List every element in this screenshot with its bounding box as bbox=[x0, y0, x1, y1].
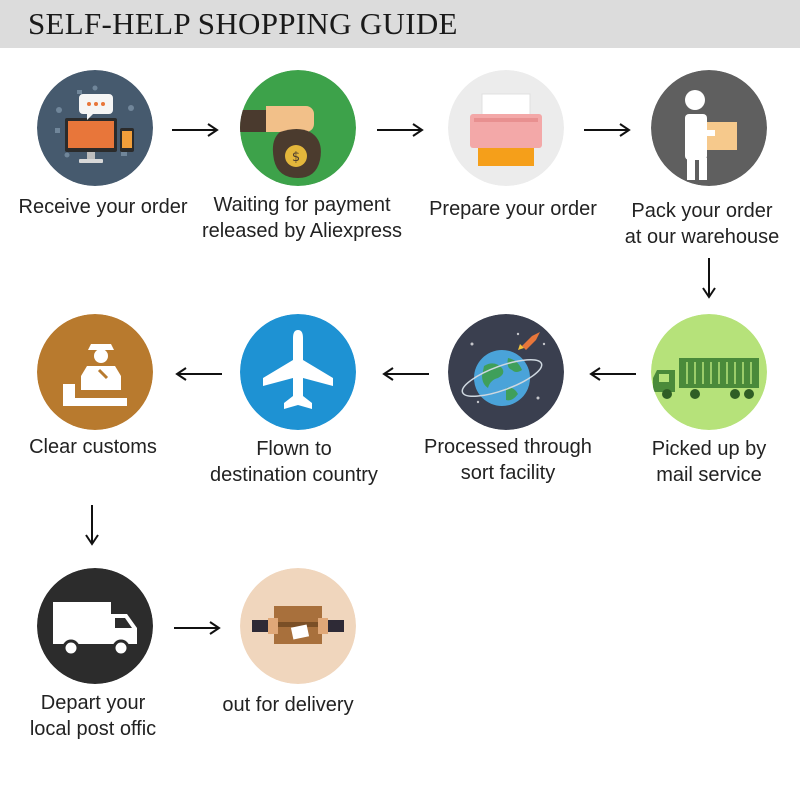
arrow-right-4 bbox=[174, 621, 221, 635]
van-icon bbox=[37, 568, 153, 684]
step-label-payment: Waiting for payment released by Aliexpre… bbox=[201, 194, 403, 242]
step-label-pickup: Picked up by mail service bbox=[651, 438, 767, 486]
step-label-delivery: out for delivery bbox=[222, 694, 354, 716]
arrow-down-2 bbox=[85, 505, 99, 546]
person-carrying-box-icon bbox=[651, 70, 767, 186]
svg-text:$: $ bbox=[292, 150, 300, 165]
step-label-flown: Flown to destination country bbox=[210, 438, 378, 486]
arrow-down-1 bbox=[702, 258, 716, 299]
step-label-customs: Clear customs bbox=[29, 436, 157, 458]
computer-chat-icon bbox=[37, 70, 153, 186]
parcel-handover-icon bbox=[240, 568, 356, 684]
arrow-right-2 bbox=[377, 123, 424, 137]
globe-rocket-icon bbox=[448, 314, 564, 430]
step-label-depart: Depart your local post offic bbox=[29, 692, 157, 740]
money-bag-icon: $ bbox=[240, 70, 356, 186]
arrow-right-3 bbox=[584, 123, 631, 137]
step-label-receive: Receive your order bbox=[18, 196, 188, 218]
page-title: SELF-HELP SHOPPING GUIDE bbox=[28, 6, 458, 41]
step-label-sort: Processed through sort facility bbox=[424, 436, 592, 484]
step-label-prepare: Prepare your order bbox=[429, 198, 597, 220]
airplane-icon bbox=[240, 314, 356, 430]
page-header: SELF-HELP SHOPPING GUIDE bbox=[0, 0, 800, 48]
delivery-truck-icon bbox=[651, 314, 767, 430]
printer-icon bbox=[448, 70, 564, 186]
arrow-right-1 bbox=[172, 123, 219, 137]
arrow-left-2 bbox=[382, 367, 429, 381]
step-label-pack: Pack your order at our warehouse bbox=[624, 200, 780, 248]
customs-officer-icon bbox=[37, 314, 153, 430]
arrow-left-3 bbox=[175, 367, 222, 381]
arrow-left-1 bbox=[589, 367, 636, 381]
